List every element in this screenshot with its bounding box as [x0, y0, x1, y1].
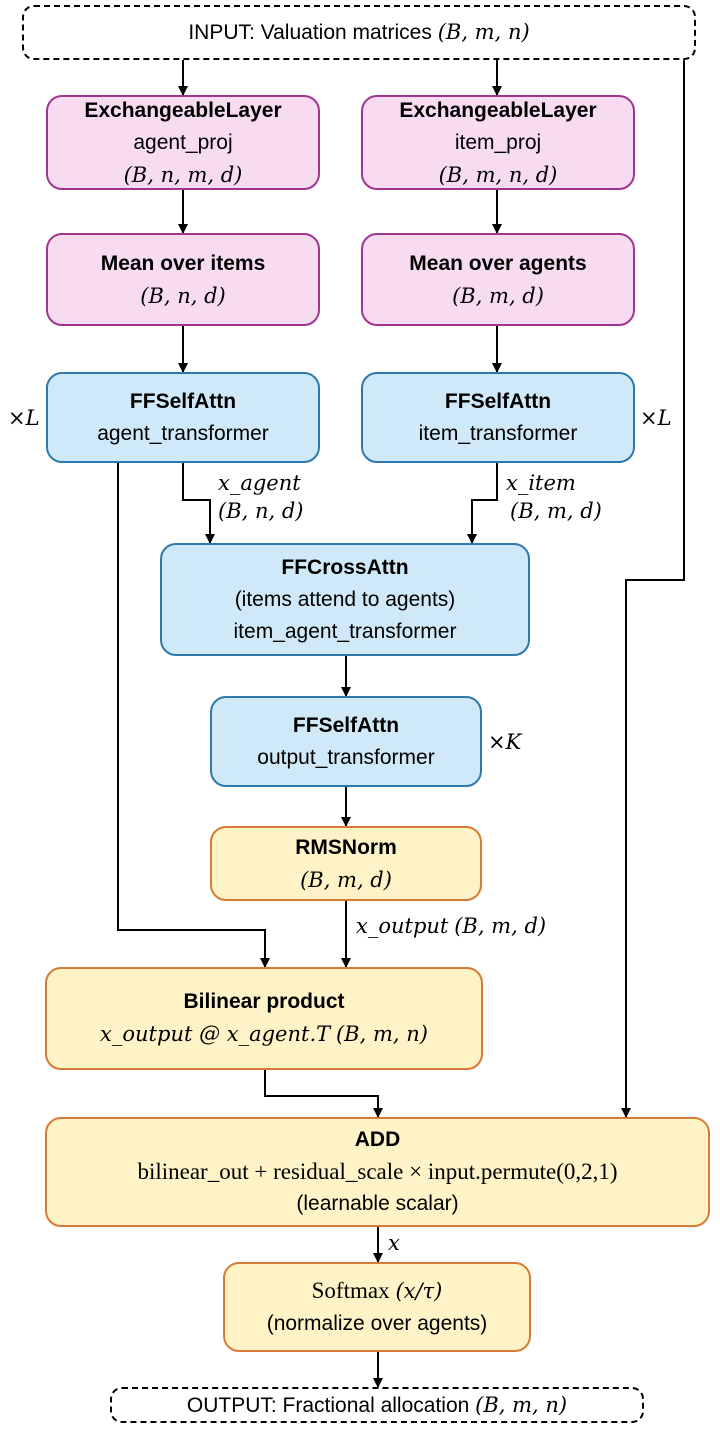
add-title: ADD: [354, 1128, 401, 1151]
x-item-name: x_item: [506, 471, 576, 495]
item-transformer-title: FFSelfAttn: [444, 389, 552, 413]
output-transformer-node: FFSelfAttn output_transformer: [210, 696, 482, 787]
mean-over-agents-shape: (B, m, d): [452, 283, 544, 308]
softmax-note: (normalize over agents): [266, 1311, 488, 1335]
item-transformer-name: item_transformer: [418, 421, 578, 445]
rmsnorm-shape: (B, m, d): [300, 867, 392, 892]
cross-attn-subtitle: (items attend to agents): [234, 587, 456, 611]
softmax-node: Softmax (x/τ) (normalize over agents): [223, 1262, 531, 1352]
cross-attn-title: FFCrossAttn: [281, 555, 409, 579]
item-transformer-node: FFSelfAttn item_transformer: [361, 372, 635, 463]
mean-over-items-node: Mean over items (B, n, d): [46, 233, 320, 326]
arrow-input-residual-to-add: [621, 60, 685, 1118]
x-label: x: [388, 1231, 400, 1255]
add-note: (learnable scalar): [296, 1192, 459, 1215]
item-proj-name: item_proj: [454, 130, 542, 154]
rmsnorm-node: RMSNorm (B, m, d): [210, 826, 482, 901]
item-proj-shape: (B, m, n, d): [438, 162, 558, 187]
softmax-title: Softmax: [311, 1277, 390, 1303]
agent-proj-title: ExchangeableLayer: [84, 98, 282, 122]
mean-over-items-shape: (B, n, d): [140, 283, 226, 308]
output-transformer-repeat: ×K: [488, 730, 522, 754]
add-node: ADD bilinear_out + residual_scale × inpu…: [45, 1117, 710, 1227]
agent-proj-shape: (B, n, m, d): [123, 162, 243, 187]
item-proj-node: ExchangeableLayer item_proj (B, m, n, d): [361, 95, 635, 190]
arrow-item-transformer-to-cross: [467, 463, 498, 544]
x-agent-name: x_agent: [218, 471, 301, 495]
agent-transformer-title: FFSelfAttn: [129, 389, 237, 413]
arrow-bilinear-to-add: [264, 1070, 383, 1118]
bilinear-title: Bilinear product: [183, 990, 345, 1013]
bilinear-node: Bilinear product x_output @ x_agent.T (B…: [45, 967, 483, 1070]
softmax-arg: (x/τ): [395, 1278, 443, 1303]
mean-over-agents-node: Mean over agents (B, m, d): [361, 233, 635, 326]
agent-transformer-node: FFSelfAttn agent_transformer: [46, 372, 320, 463]
input-node: INPUT: Valuation matrices (B, m, n): [22, 5, 696, 60]
x-agent-label: x_agent (B, n, d): [218, 469, 304, 525]
output-label: OUTPUT: Fractional allocation: [186, 1393, 470, 1417]
bilinear-expr: x_output @ x_agent.T: [100, 1022, 331, 1046]
x-item-shape: (B, m, d): [510, 499, 602, 523]
x-agent-shape: (B, n, d): [218, 499, 304, 523]
arrow-agent-transformer-to-cross: [182, 463, 215, 544]
mean-over-items-title: Mean over items: [100, 251, 266, 275]
agent-transformer-name: agent_transformer: [97, 421, 269, 445]
mean-over-agents-title: Mean over agents: [409, 251, 587, 275]
agent-proj-node: ExchangeableLayer agent_proj (B, n, m, d…: [46, 95, 320, 190]
input-shape: (B, m, n): [437, 20, 530, 44]
agent-transformer-repeat: ×L: [8, 406, 40, 430]
rmsnorm-title: RMSNorm: [295, 835, 397, 859]
x-output-label: x_output (B, m, d): [356, 912, 546, 941]
output-node: OUTPUT: Fractional allocation (B, m, n): [110, 1387, 644, 1423]
bilinear-shape: (B, m, n): [335, 1022, 428, 1046]
output-shape: (B, m, n): [475, 1392, 568, 1417]
input-label: INPUT: Valuation matrices: [188, 21, 432, 44]
x-output-name: x_output: [356, 914, 449, 938]
agent-proj-name: agent_proj: [133, 130, 233, 154]
x-output-shape: (B, m, d): [454, 914, 547, 938]
output-transformer-name: output_transformer: [257, 745, 435, 769]
add-expr: bilinear_out + residual_scale × input.pe…: [137, 1159, 618, 1184]
arrow-agent-transformer-skip-to-bilinear: [117, 463, 270, 968]
output-transformer-title: FFSelfAttn: [292, 713, 400, 737]
item-proj-title: ExchangeableLayer: [399, 98, 597, 122]
x-item-label: x_item (B, m, d): [506, 469, 602, 525]
cross-attn-name: item_agent_transformer: [233, 619, 457, 643]
cross-attn-node: FFCrossAttn (items attend to agents) ite…: [160, 543, 530, 656]
item-transformer-repeat: ×L: [640, 406, 672, 430]
